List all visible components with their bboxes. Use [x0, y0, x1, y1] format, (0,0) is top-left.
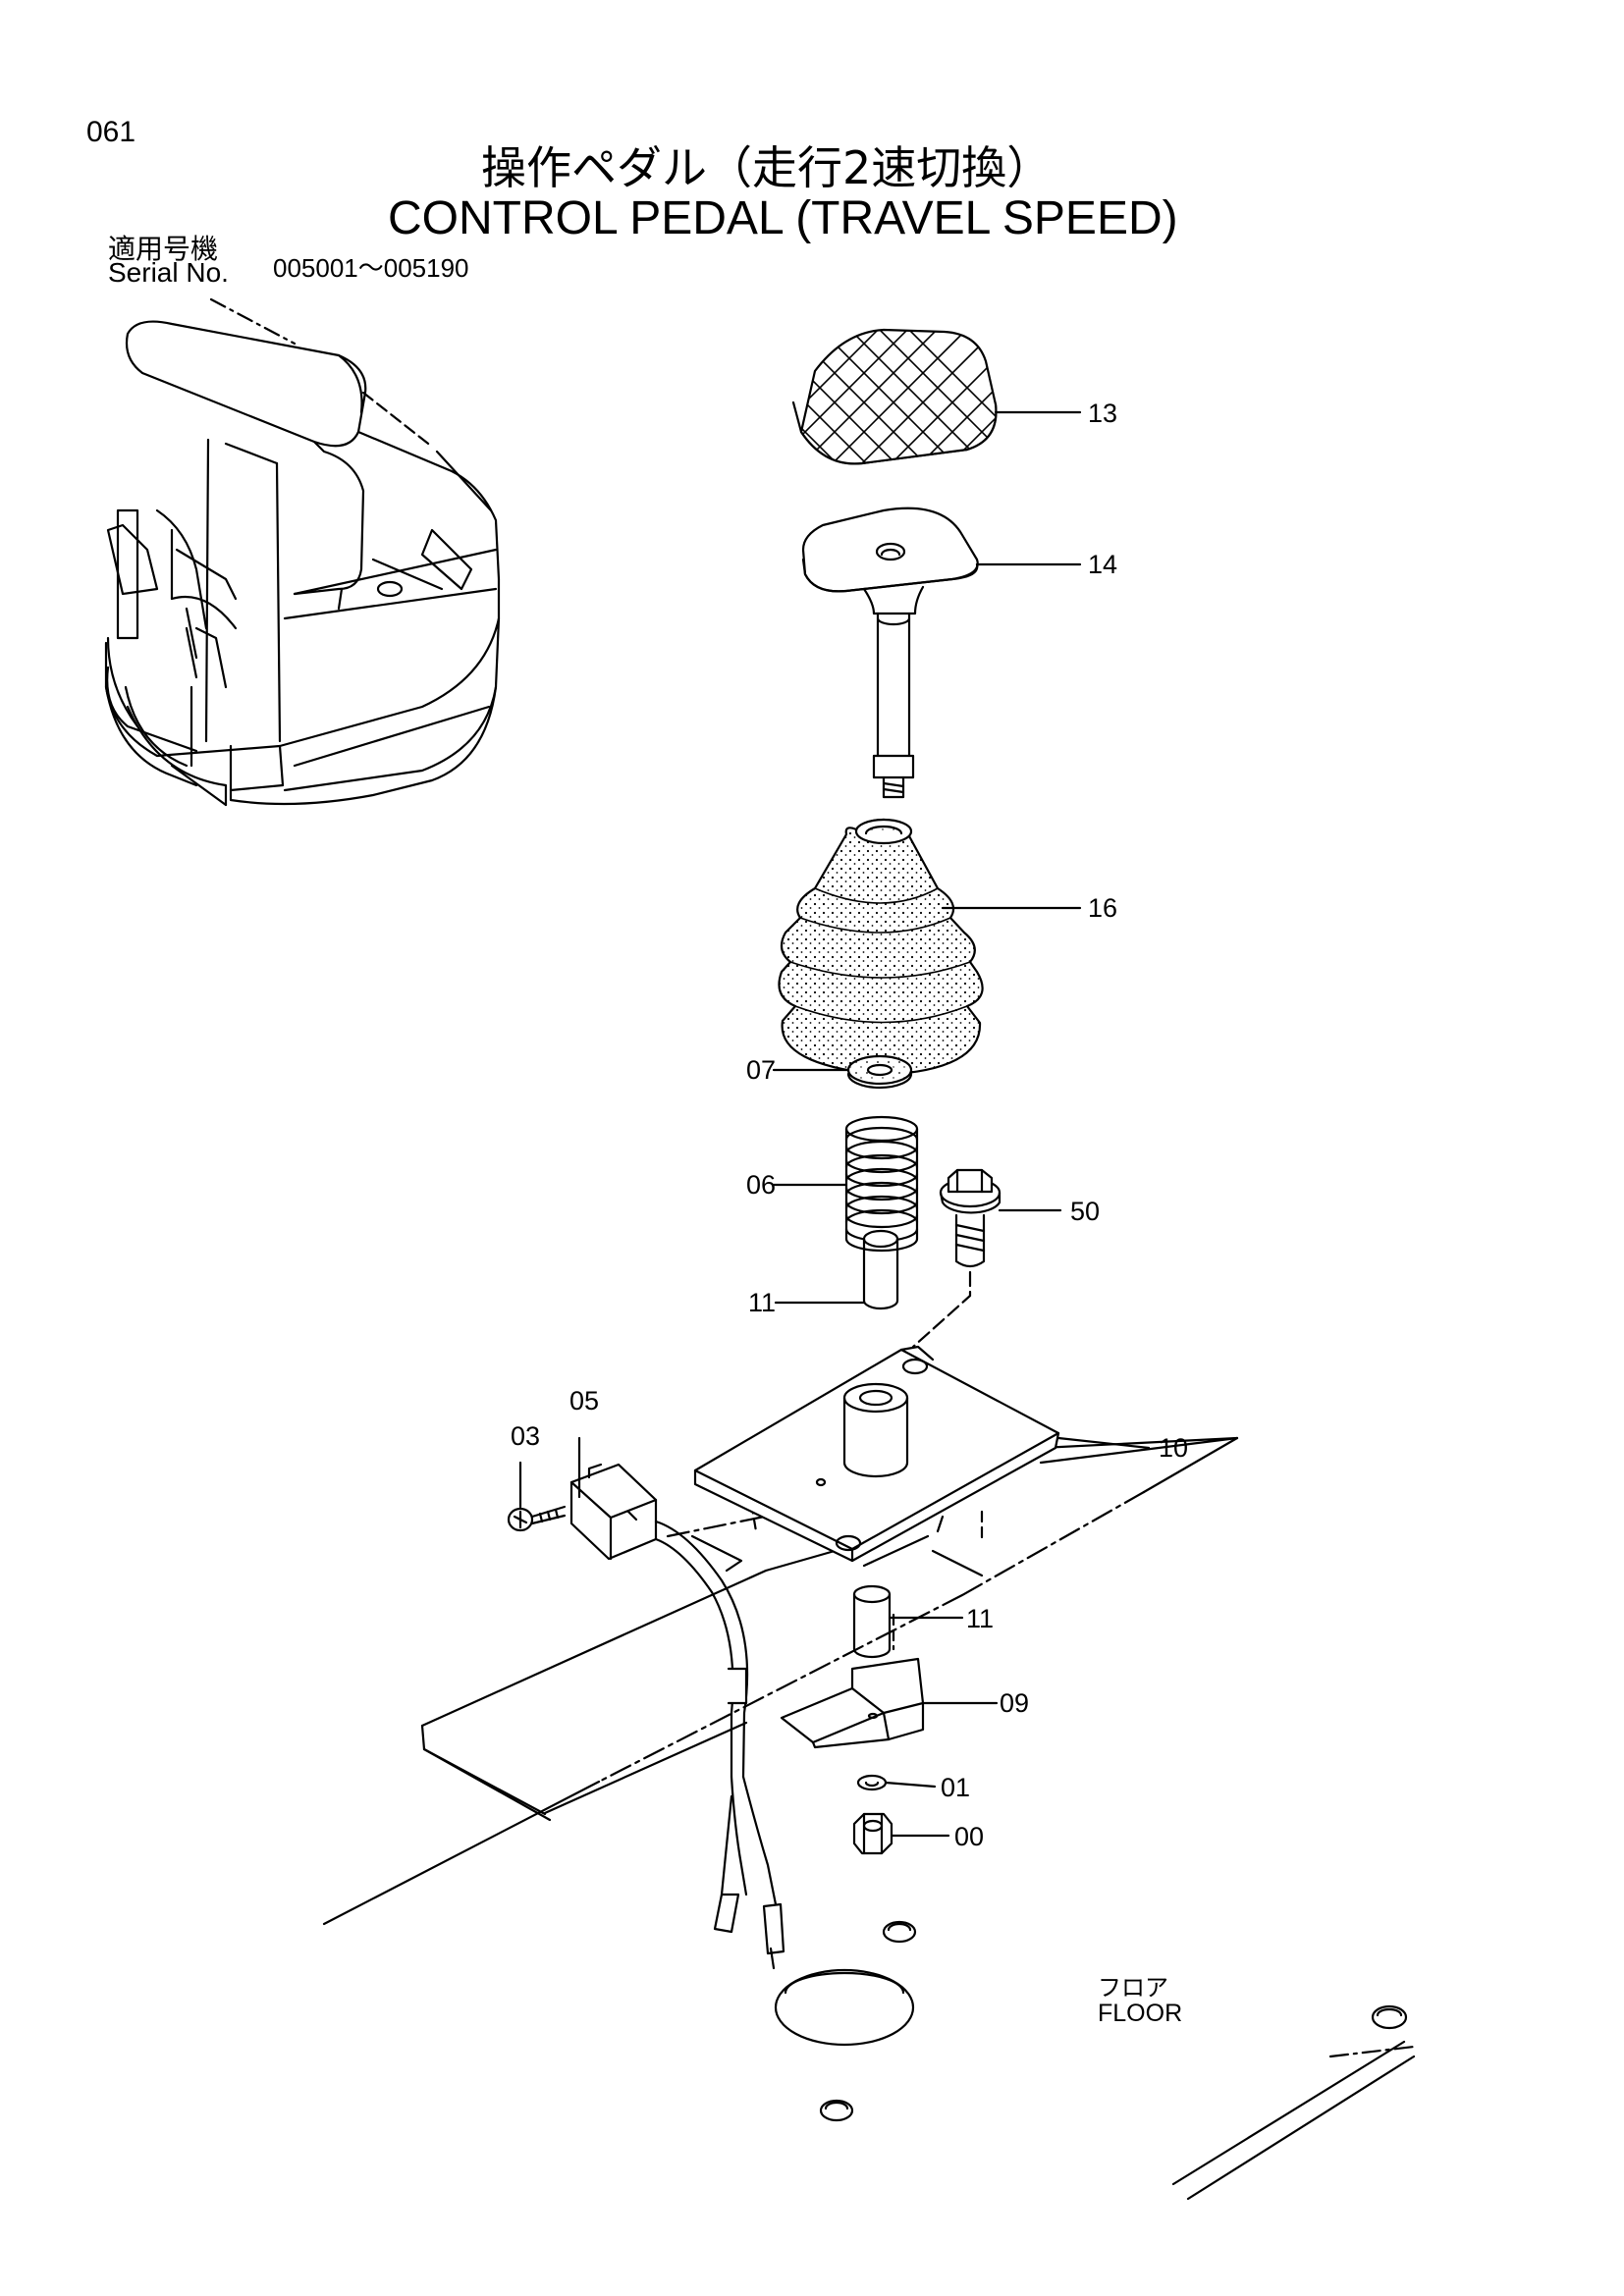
part-06-spring — [772, 1115, 919, 1253]
part-10-base-plate — [693, 1345, 1151, 1568]
callout-50: 50 — [1070, 1197, 1101, 1226]
floor-label-english: FLOOR — [1098, 2000, 1183, 2027]
callout-00: 00 — [954, 1822, 985, 1851]
callout-09: 09 — [1000, 1688, 1030, 1718]
part-13-pedal-pad — [791, 328, 1082, 465]
part-11-lower-collar — [852, 1584, 964, 1659]
callout-13: 13 — [1088, 399, 1118, 428]
part-16-rubber-boot — [778, 818, 1082, 1077]
callout-05: 05 — [569, 1386, 600, 1415]
machine-overview — [104, 297, 501, 807]
callout-03: 03 — [511, 1421, 541, 1451]
part-01-lock-washer — [856, 1774, 937, 1791]
callout-14: 14 — [1088, 550, 1118, 579]
callout-07: 07 — [746, 1055, 777, 1085]
part-50-flange-bolt — [911, 1168, 1062, 1349]
part-03-screw — [507, 1461, 567, 1532]
part-09-bracket — [780, 1657, 999, 1749]
page-number: 061 — [86, 116, 136, 148]
floor-label-japanese: フロア — [1098, 1974, 1168, 2002]
callout-11-upper: 11 — [748, 1288, 777, 1317]
part-05-switch — [569, 1436, 785, 1970]
serial-label-english: Serial No. — [108, 257, 229, 288]
title-japanese: 操作ペダル（走行2速切換） — [481, 141, 1053, 194]
part-11-upper-collar — [774, 1229, 899, 1310]
callout-06: 06 — [746, 1170, 777, 1200]
callout-11-lower: 11 — [966, 1604, 995, 1633]
part-14-pedal-plate — [801, 507, 1082, 799]
callout-10: 10 — [1159, 1433, 1189, 1463]
callout-01: 01 — [941, 1773, 971, 1802]
floor-holes — [774, 1920, 1408, 2122]
part-00-nut — [852, 1812, 950, 1855]
title-english: CONTROL PEDAL (TRAVEL SPEED) — [388, 192, 1178, 244]
callout-16: 16 — [1088, 893, 1118, 923]
serial-range: 005001～005190 — [273, 253, 469, 283]
serial-label-japanese: 適用号機 — [108, 233, 219, 265]
part-07-washer — [772, 1054, 913, 1090]
